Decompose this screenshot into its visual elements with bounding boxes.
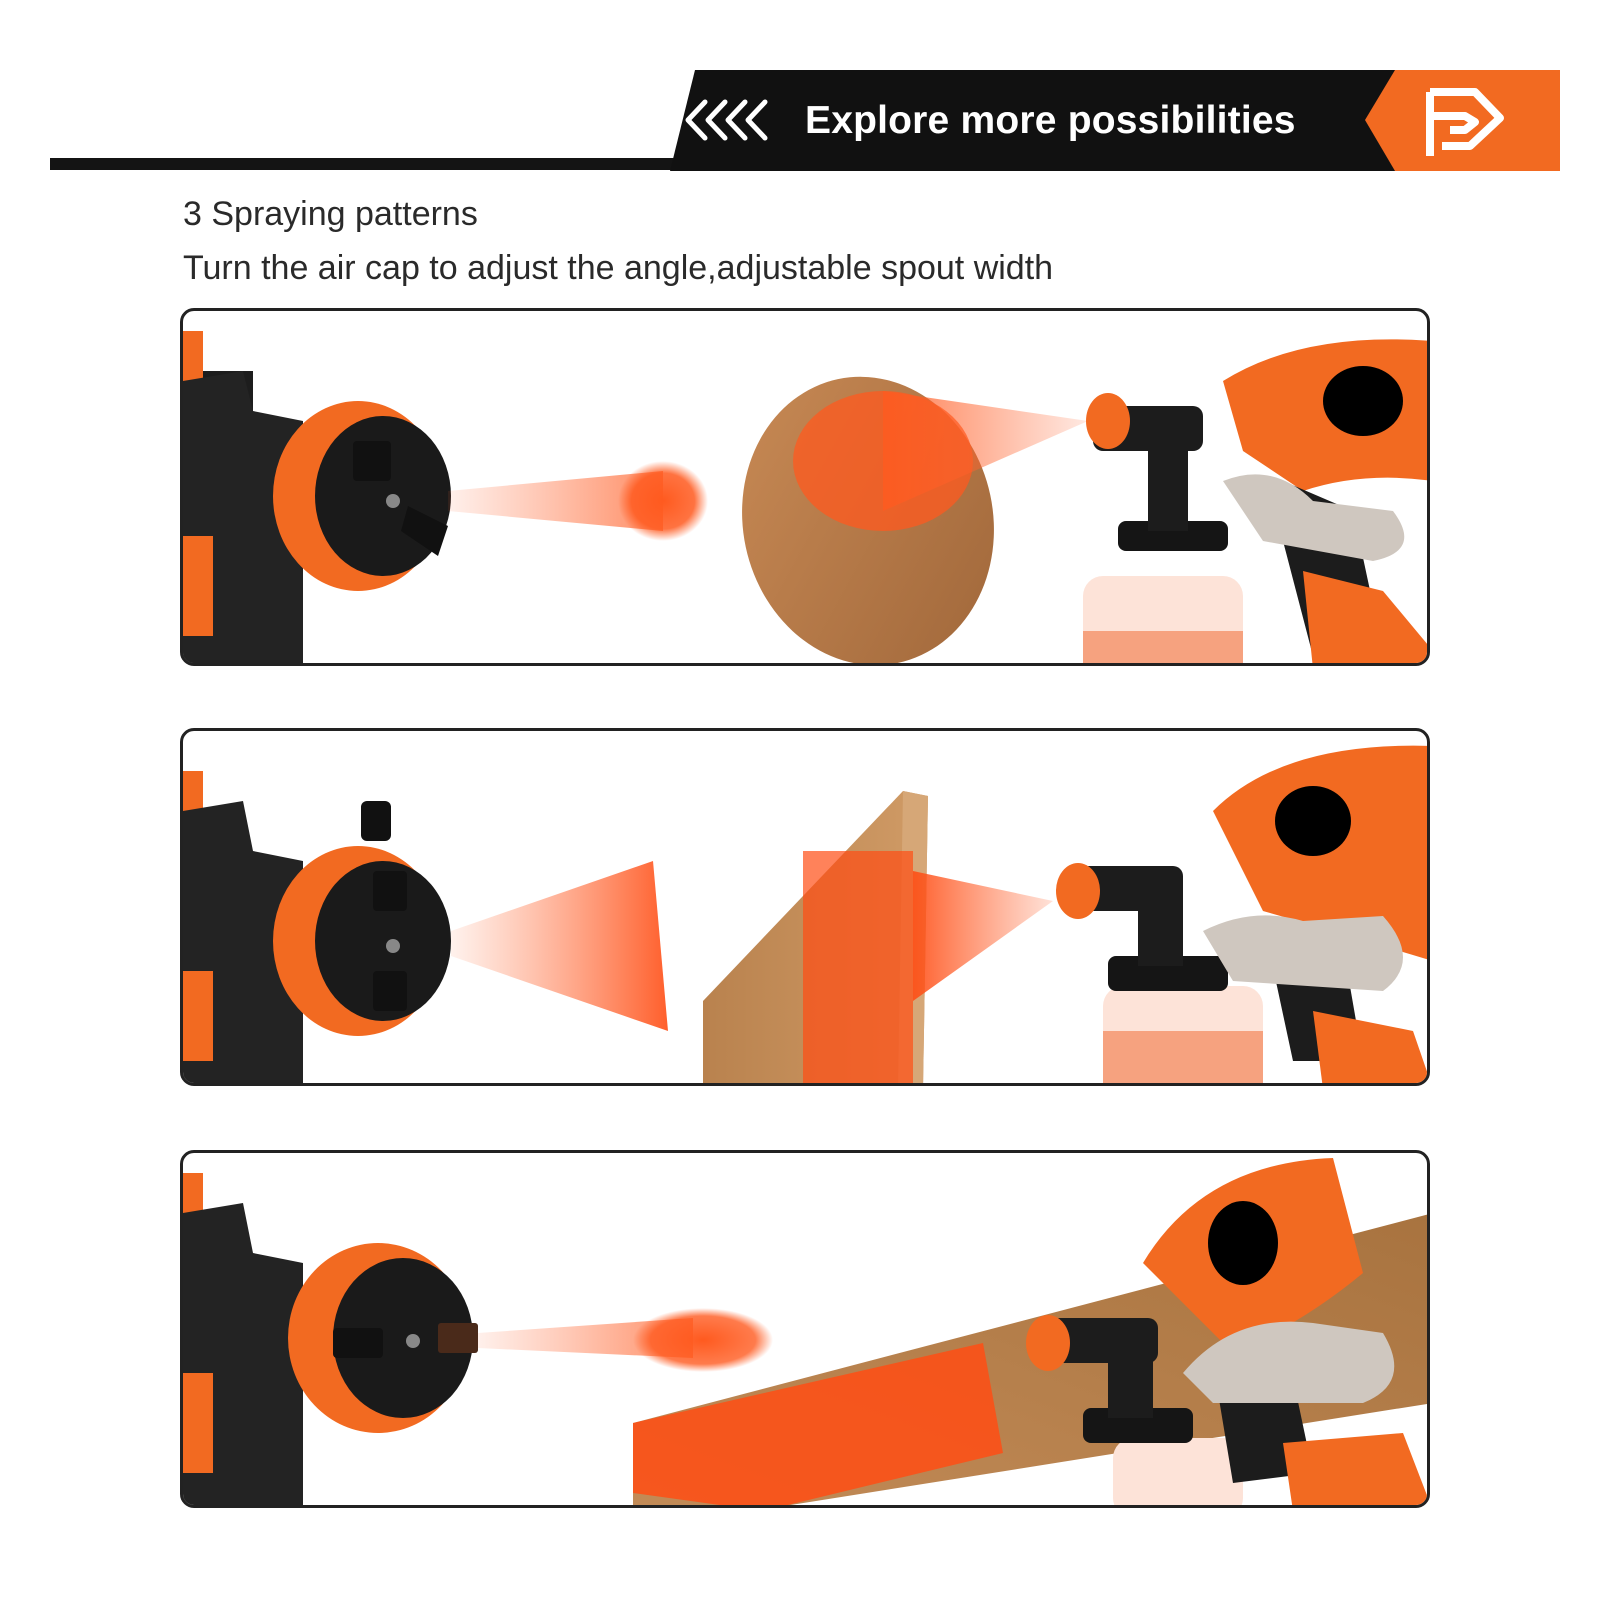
spray-pattern-panel-vertical (180, 728, 1430, 1086)
spray-gun-full (1083, 339, 1427, 663)
banner-title: Explore more possibilities (805, 99, 1296, 142)
banner-shape (670, 70, 1560, 171)
vertical-spray-fan (451, 861, 668, 1031)
spray-pattern-panel-horizontal (180, 1150, 1430, 1508)
chevrons-left-icon (685, 99, 768, 141)
header-divider-line (50, 158, 785, 170)
spray-pattern-panel-round (180, 308, 1430, 666)
header-banner: Explore more possibilities (670, 70, 1560, 171)
spray-gun-full (1056, 745, 1427, 1083)
section-description: Turn the air cap to adjust the angle,adj… (183, 249, 1054, 287)
horizontal-spray-ellipse (633, 1308, 773, 1372)
brand-p-logo-icon (1426, 88, 1504, 156)
spray-gun-nozzle-closeup (183, 1173, 478, 1505)
spray-gun-nozzle-closeup (183, 771, 451, 1083)
round-spray-dot (618, 461, 708, 541)
spray-gun-nozzle-closeup (183, 331, 451, 663)
spray-gun-full (1026, 1158, 1427, 1505)
section-heading: 3 Spraying patterns (183, 195, 478, 233)
